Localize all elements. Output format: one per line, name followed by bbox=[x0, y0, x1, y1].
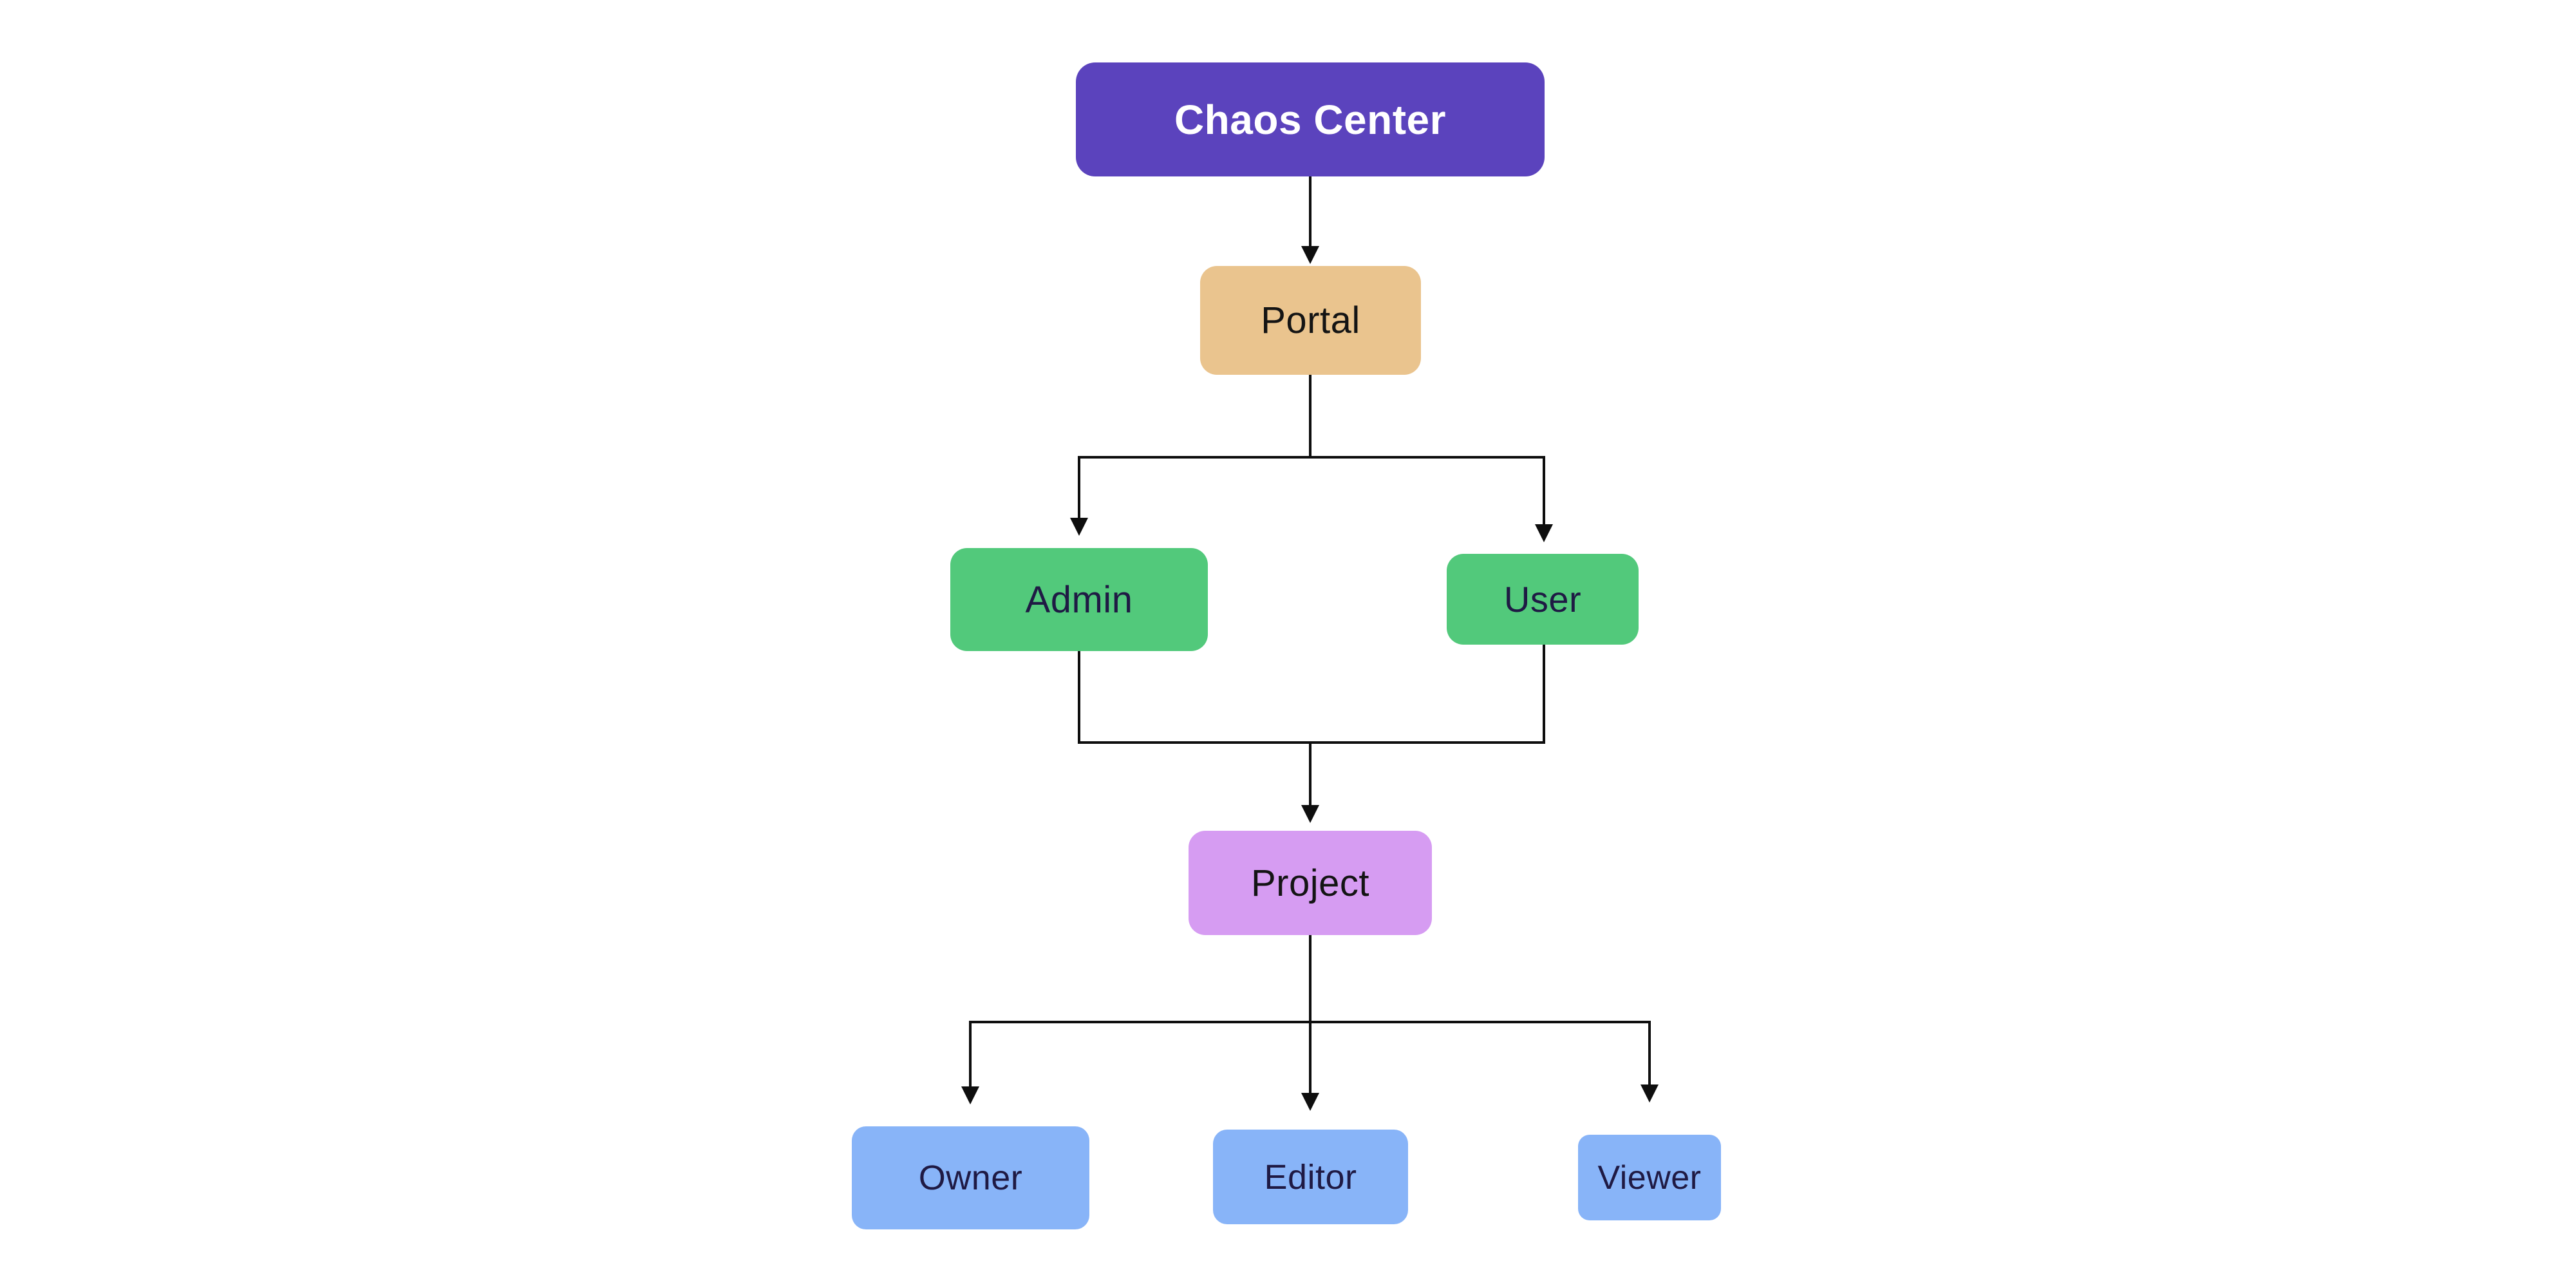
node-user-label: User bbox=[1503, 579, 1582, 620]
node-chaos-center: Chaos Center bbox=[1076, 62, 1545, 176]
node-chaos-center-label: Chaos Center bbox=[1174, 96, 1447, 143]
edge-project-to-editor-arrowhead bbox=[1301, 1093, 1319, 1111]
edge-chaos-to-portal-arrowhead bbox=[1301, 246, 1319, 264]
edge-project-to-viewer-arrowhead bbox=[1641, 1084, 1659, 1103]
node-project-label: Project bbox=[1250, 862, 1369, 904]
node-admin: Admin bbox=[950, 548, 1208, 651]
node-viewer-label: Viewer bbox=[1597, 1159, 1702, 1197]
node-portal: Portal bbox=[1200, 266, 1421, 375]
node-viewer: Viewer bbox=[1578, 1135, 1721, 1220]
edge-portal-to-admin-arrowhead bbox=[1070, 518, 1088, 536]
node-user: User bbox=[1447, 554, 1639, 645]
edge-join-to-project-arrowhead bbox=[1301, 805, 1319, 823]
node-editor-label: Editor bbox=[1264, 1157, 1357, 1197]
node-editor: Editor bbox=[1213, 1130, 1408, 1224]
node-owner-label: Owner bbox=[918, 1159, 1023, 1197]
node-portal-label: Portal bbox=[1261, 299, 1360, 341]
edge-portal-to-user-arrowhead bbox=[1535, 524, 1553, 542]
node-admin-label: Admin bbox=[1025, 578, 1133, 621]
node-project: Project bbox=[1189, 831, 1432, 935]
node-owner: Owner bbox=[852, 1126, 1089, 1229]
edge-project-to-owner-arrowhead bbox=[961, 1086, 979, 1104]
